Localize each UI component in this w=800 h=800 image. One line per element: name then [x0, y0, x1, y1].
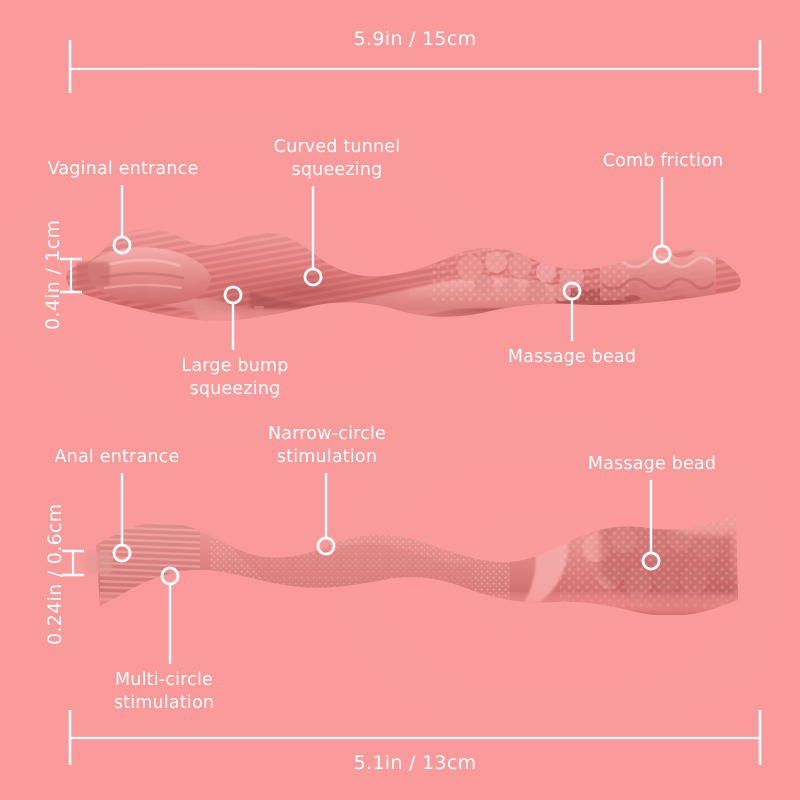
callout-marker-ring — [112, 543, 132, 563]
callout-label-line: Vaginal entrance — [47, 159, 199, 179]
top-length-label: 5.9in / 15cm — [353, 28, 477, 50]
top-dimension-line — [68, 40, 762, 93]
bottom-height-bracket — [62, 549, 84, 577]
callout-label-line: stimulation — [113, 693, 215, 713]
bottom-height-label: 0.24in / 0.6cm — [44, 503, 66, 645]
top-height-bracket — [60, 257, 82, 294]
bottom-dimension-line — [68, 710, 762, 765]
callout-marker-ring — [112, 235, 132, 255]
callout-label-massage-bead: Massage bead — [588, 453, 716, 476]
callout-label-multi-circle-stimulation: Multi-circle stimulation — [114, 669, 214, 715]
callout-label-line: Multi-circle — [114, 670, 214, 690]
callout-marker-ring — [223, 285, 243, 305]
callout-marker-ring — [160, 566, 180, 586]
top-height-label: 0.4in / 1cm — [42, 219, 64, 330]
callout-label-line: Narrow-circle — [268, 424, 386, 444]
callout-label-narrow-circle-stimulation: Narrow-circle stimulation — [268, 423, 386, 469]
callout-marker-ring — [303, 267, 323, 287]
callout-label-curved-tunnel-squeezing: Curved tunnel squeezing — [274, 136, 401, 182]
callout-marker-ring — [652, 244, 672, 264]
callout-marker-ring — [316, 536, 336, 556]
callout-marker-ring — [562, 281, 582, 301]
callout-label-line: squeezing — [189, 379, 281, 399]
callout-label-line: stimulation — [276, 447, 378, 467]
callout-marker-ring — [641, 551, 661, 571]
callout-label-line: Curved tunnel — [273, 137, 401, 157]
callout-label-anal-entrance: Anal entrance — [55, 446, 180, 469]
callout-label-large-bump-squeezing: Large bump squeezing — [181, 355, 288, 401]
callout-label-line: Massage bead — [507, 347, 637, 367]
bottom-length-label: 5.1in / 13cm — [353, 752, 477, 774]
callout-label-comb-friction: Comb friction — [603, 150, 724, 173]
callout-label-line: Comb friction — [602, 151, 724, 171]
callout-label-line: squeezing — [291, 160, 383, 180]
callout-label-vaginal-entrance: Vaginal entrance — [48, 158, 199, 181]
callout-label-massage-bead: Massage bead — [508, 346, 636, 369]
callout-label-line: Massage bead — [587, 454, 717, 474]
callout-label-line: Anal entrance — [54, 447, 180, 467]
callout-label-line: Large bump — [181, 356, 289, 376]
